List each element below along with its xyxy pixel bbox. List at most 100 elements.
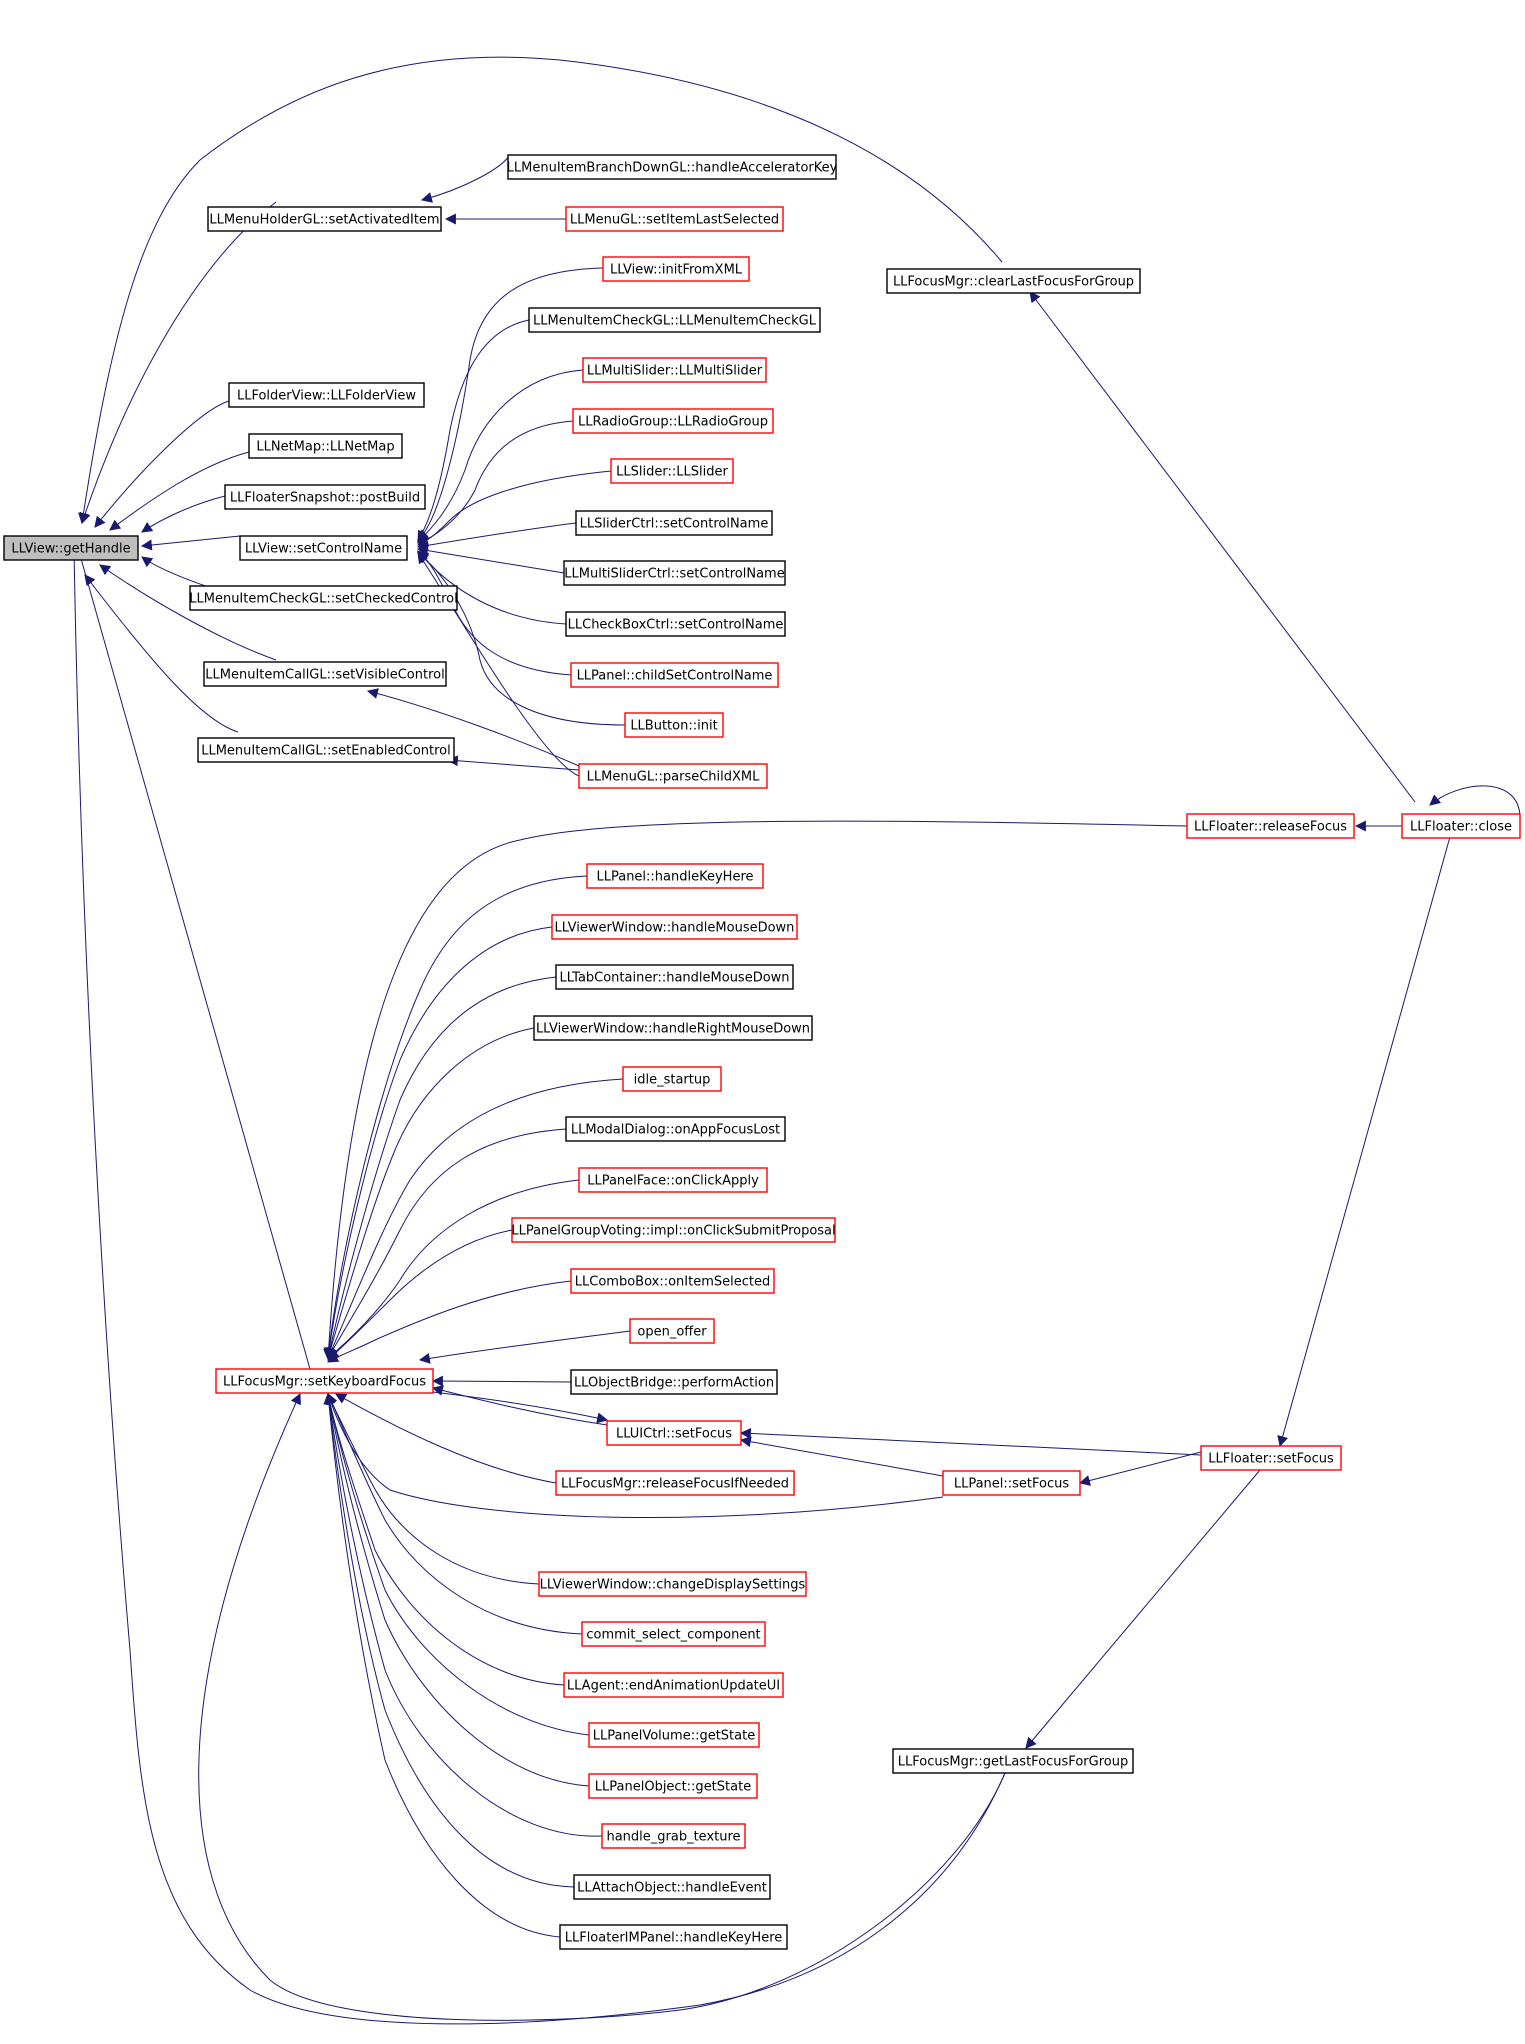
node-box [892,1748,1134,1774]
node-endAnimationUpdateUI[interactable]: LLAgent::endAnimationUpdateUI [563,1672,784,1698]
node-menuItemCheckCtor[interactable]: LLMenuItemCheckGL::LLMenuItemCheckGL [528,307,821,333]
node-floaterClose[interactable]: LLFloater::close [1401,813,1521,839]
node-viewerHandleMouseDown[interactable]: LLViewerWindow::handleMouseDown [551,914,798,940]
node-releaseFocusIfNeeded[interactable]: LLFocusMgr::releaseFocusIfNeeded [555,1470,795,1496]
node-box [563,1672,784,1698]
node-label: LLFloater::close [1410,820,1512,835]
call-edge [324,976,557,1360]
node-setCheckedControl[interactable]: LLMenuItemCheckGL::setCheckedControl [189,585,458,611]
node-label: LLComboBox::onItemSelected [575,1275,770,1290]
node-panelSetFocus[interactable]: LLPanel::setFocus [942,1470,1081,1496]
node-multiSliderCtrlSetControlName[interactable]: LLMultiSliderCtrl::setControlName [563,560,786,586]
node-sliderCtrlSetControlName[interactable]: LLSliderCtrl::setControlName [575,510,773,536]
node-setActivatedItem[interactable]: LLMenuHolderGL::setActivatedItem [207,206,442,232]
call-edge [109,451,250,531]
node-label: LLPanel::childSetControlName [577,669,773,684]
call-edge [327,1179,580,1359]
node-getLastFocusForGroup[interactable]: LLFocusMgr::getLastFocusForGroup [892,1748,1134,1774]
node-changeDisplaySettings[interactable]: LLViewerWindow::changeDisplaySettings [538,1571,807,1597]
node-multiSliderCtor[interactable]: LLMultiSlider::LLMultiSlider [582,357,767,383]
call-edge [417,369,584,543]
node-label: LLPanel::handleKeyHere [596,870,753,885]
node-onClickSubmitProposal[interactable]: LLPanelGroupVoting::impl::onClickSubmitP… [511,1217,836,1243]
node-setVisibleControl[interactable]: LLMenuItemCallGL::setVisibleControl [203,661,447,687]
node-getHandle[interactable]: LLView::getHandle [3,535,139,561]
node-releaseFocus[interactable]: LLFloater::releaseFocus [1186,813,1355,839]
node-viewerHandleRightMouseDown[interactable]: LLViewerWindow::handleRightMouseDown [533,1015,813,1041]
node-box [551,914,798,940]
node-box [610,458,734,484]
node-childSetControlName[interactable]: LLPanel::childSetControlName [570,662,779,688]
node-label: LLSliderCtrl::setControlName [580,517,769,532]
node-box [570,1268,775,1294]
node-attachHandleEvent[interactable]: LLAttachObject::handleEvent [573,1874,771,1900]
node-box [575,510,773,536]
node-label: handle_grab_texture [606,1830,740,1845]
call-edge [432,1391,609,1424]
node-commitSelectComponent[interactable]: commit_select_component [581,1621,766,1647]
node-postBuild[interactable]: LLFloaterSnapshot::postBuild [224,484,426,510]
node-box [629,1318,715,1344]
node-openOffer[interactable]: open_offer [629,1318,715,1344]
node-box [207,206,442,232]
call-edge [417,319,530,542]
node-box [528,307,821,333]
node-floaterSetFocus[interactable]: LLFloater::setFocus [1200,1445,1342,1471]
node-floaterIMHandleKeyHere[interactable]: LLFloaterIMPanel::handleKeyHere [559,1924,788,1950]
call-edge [417,552,626,726]
node-box [581,1621,766,1647]
call-edge [323,1392,603,1837]
node-parseChildXML[interactable]: LLMenuGL::parseChildXML [578,763,768,789]
node-onItemSelected[interactable]: LLComboBox::onItemSelected [570,1268,775,1294]
call-edge [75,546,311,1370]
call-edge [99,564,277,661]
node-box [3,535,139,561]
node-label: LLTabContainer::handleMouseDown [559,971,789,986]
node-box [563,560,786,586]
node-sliderCtor[interactable]: LLSlider::LLSlider [610,458,734,484]
node-label: LLSlider::LLSlider [616,465,728,480]
node-buttonInit[interactable]: LLButton::init [624,712,724,738]
node-checkBoxCtrlSetControlName[interactable]: LLCheckBoxCtrl::setControlName [565,611,786,637]
call-edge [416,522,577,551]
call-edge [335,1393,557,1484]
node-label: LLFocusMgr::setKeyboardFocus [223,1375,426,1390]
node-label: LLViewerWindow::handleRightMouseDown [536,1022,810,1037]
call-edge [140,535,241,551]
node-panelHandleKeyHere[interactable]: LLPanel::handleKeyHere [586,863,764,889]
node-panelVolumeGetState[interactable]: LLPanelVolume::getState [588,1722,760,1748]
call-edge [417,267,604,541]
node-panelObjectGetState[interactable]: LLPanelObject::getState [588,1773,758,1799]
node-uictrlSetFocus[interactable]: LLUICtrl::setFocus [606,1420,742,1446]
node-idleStartup[interactable]: idle_startup [622,1066,722,1092]
node-onAppFocusLost[interactable]: LLModalDialog::onAppFocusLost [565,1116,786,1142]
node-radioGroupCtor[interactable]: LLRadioGroup::LLRadioGroup [572,408,774,434]
node-setControlName[interactable]: LLView::setControlName [239,535,408,561]
node-tabHandleMouseDown[interactable]: LLTabContainer::handleMouseDown [555,964,794,990]
call-edge [416,470,612,547]
node-label: LLPanelFace::onClickApply [587,1174,759,1189]
node-handleGrabTexture[interactable]: handle_grab_texture [601,1823,746,1849]
node-label: LLMultiSliderCtrl::setControlName [564,567,784,582]
node-setEnabledControl[interactable]: LLMenuItemCallGL::setEnabledControl [197,737,455,763]
node-box [572,408,774,434]
call-edge [418,1330,631,1364]
node-initFromXML[interactable]: LLView::initFromXML [602,256,750,282]
call-edge [1429,785,1521,819]
node-folderViewCtor[interactable]: LLFolderView::LLFolderView [228,382,425,408]
node-setItemLastSelected[interactable]: LLMenuGL::setItemLastSelected [565,206,784,232]
node-box [224,484,426,510]
node-setKeyboardFocus[interactable]: LLFocusMgr::setKeyboardFocus [215,1368,434,1394]
node-label: LLFloaterIMPanel::handleKeyHere [565,1931,783,1946]
node-label: LLModalDialog::onAppFocusLost [571,1123,780,1138]
node-handleAcceleratorKey[interactable]: LLMenuItemBranchDownGL::handleAccelerato… [507,154,838,180]
node-box [507,154,837,180]
node-netMapCtor[interactable]: LLNetMap::LLNetMap [248,433,403,459]
node-box [565,611,786,637]
call-edge [323,820,1188,1361]
node-performAction[interactable]: LLObjectBridge::performAction [570,1369,778,1395]
node-onClickApply[interactable]: LLPanelFace::onClickApply [578,1167,768,1193]
node-label: LLMultiSlider::LLMultiSlider [587,364,763,379]
node-clearLastFocusForGroup[interactable]: LLFocusMgr::clearLastFocusForGroup [886,268,1141,294]
node-label: LLFocusMgr::clearLastFocusForGroup [893,275,1134,290]
